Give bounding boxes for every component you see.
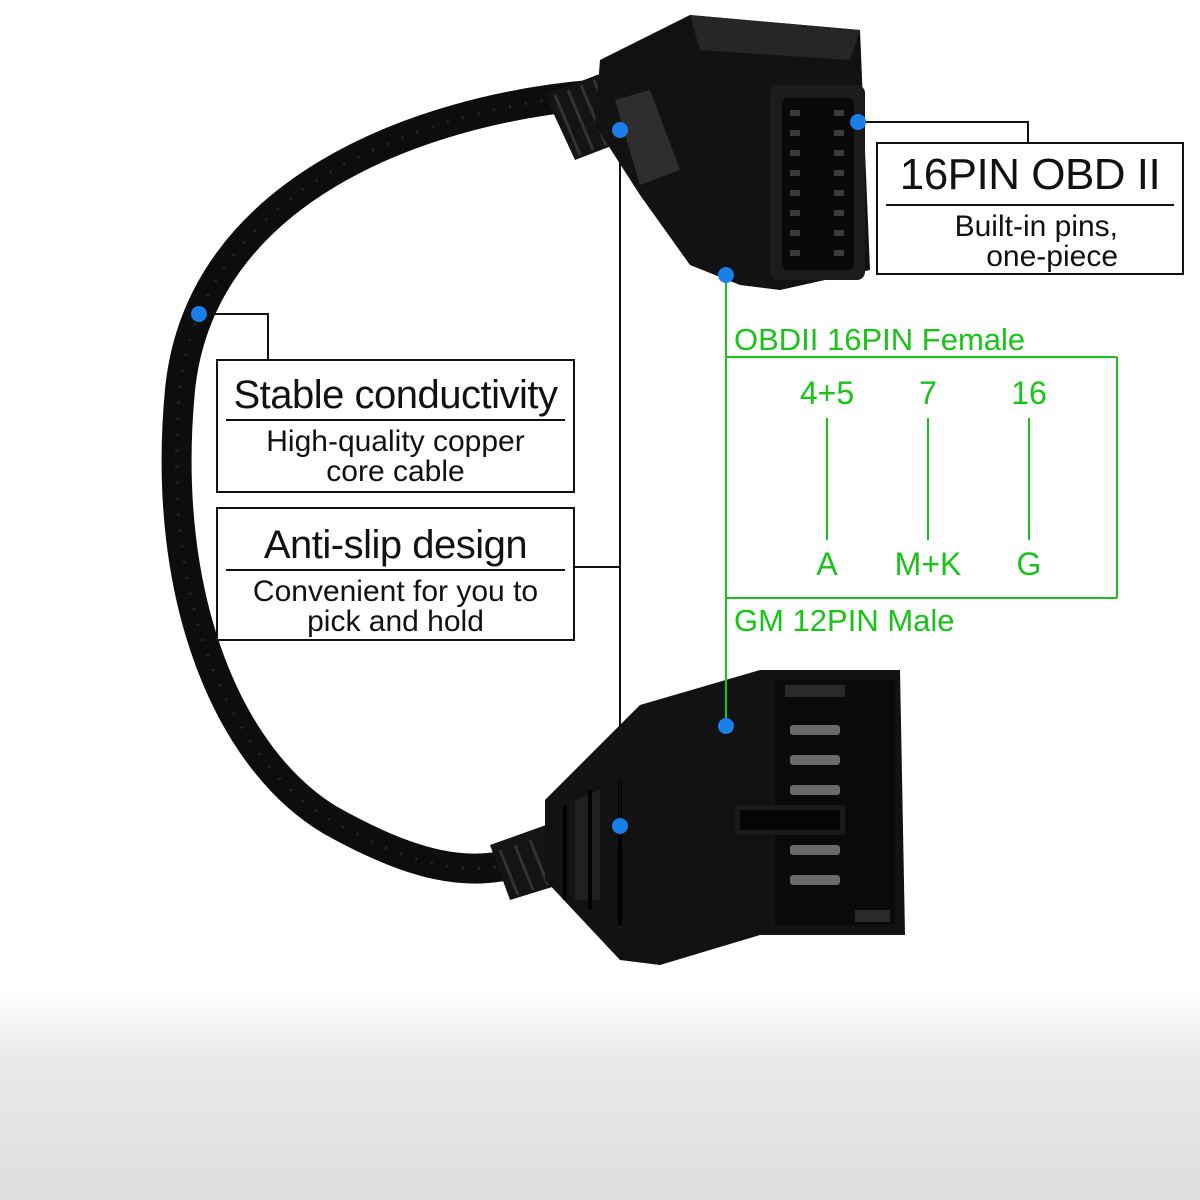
bottom-pin-2: M+K <box>894 546 962 582</box>
obd2-female-connector <box>595 15 870 290</box>
marker-dot <box>718 718 734 734</box>
top-pin-3: 16 <box>1011 375 1047 411</box>
callout-obd2-sub-2: one-piece <box>986 240 1118 273</box>
pinout-bottom-label: GM 12PIN Male <box>734 603 955 638</box>
cable <box>161 80 605 884</box>
top-pin-2: 7 <box>919 375 937 411</box>
divider <box>226 419 565 421</box>
callout-stable-sub-2: core cable <box>326 455 465 488</box>
divider <box>226 569 565 571</box>
stable-callout-line <box>199 313 269 359</box>
callout-antislip-sub-2: pick and hold <box>307 605 484 638</box>
divider <box>886 204 1174 206</box>
callout-stable-sub-1: High-quality copper <box>266 425 525 458</box>
marker-dot <box>718 267 734 283</box>
callout-stable-conductivity: Stable conductivity High-quality copper … <box>216 359 575 493</box>
callout-obd2-sub-1: Built-in pins, <box>954 210 1118 243</box>
marker-dot <box>612 818 628 834</box>
callout-antislip-title: Anti-slip design <box>263 523 528 567</box>
bottom-pin-1: A <box>816 546 838 582</box>
obd-callout-line <box>858 121 1029 142</box>
marker-dot <box>850 114 866 130</box>
callout-stable-title: Stable conductivity <box>233 373 558 417</box>
callout-antislip-sub-1: Convenient for you to <box>252 575 539 608</box>
top-pin-1: 4+5 <box>799 375 855 411</box>
callout-obd2: 16PIN OBD II Built-in pins, one-piece <box>876 142 1184 275</box>
callout-anti-slip: Anti-slip design Convenient for you to p… <box>216 507 575 641</box>
gm12-male-connector <box>490 670 905 965</box>
marker-dot <box>612 122 628 138</box>
marker-dot <box>191 306 207 322</box>
pinout-top-label: OBDII 16PIN Female <box>734 322 1026 357</box>
bottom-pin-3: G <box>1016 546 1042 582</box>
callout-obd2-title: 16PIN OBD II <box>899 150 1161 199</box>
